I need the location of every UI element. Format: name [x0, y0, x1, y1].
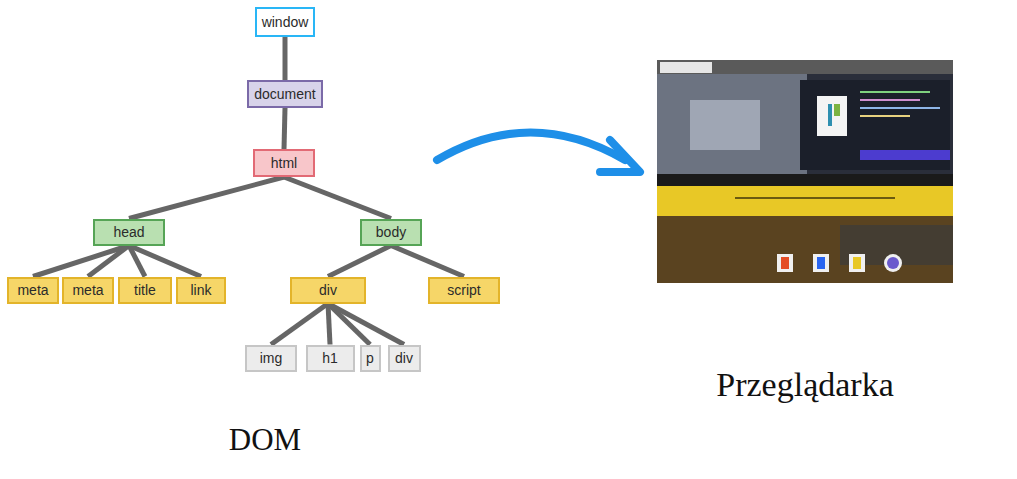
curved-arrow [437, 133, 625, 161]
logo-mark [834, 104, 840, 116]
hero-keyboard [657, 74, 807, 174]
node-label: document [254, 86, 315, 102]
band-text [735, 197, 895, 199]
tree-connector [284, 177, 391, 219]
tab [660, 62, 712, 73]
tree-connector [129, 177, 284, 219]
caption-label: Przeglądarka [716, 366, 893, 404]
dom-node-box: head [93, 219, 165, 246]
icon [887, 257, 899, 269]
dom-node-box: link [176, 277, 226, 304]
icon [853, 257, 861, 269]
node-label: meta [17, 282, 48, 298]
nav-bar [657, 174, 953, 186]
node-label: link [190, 282, 211, 298]
dom-node-box: html [253, 149, 315, 177]
dom-node-box: meta [62, 277, 114, 304]
node-label: head [113, 224, 144, 240]
code-line [860, 91, 930, 93]
tree-connector [129, 246, 201, 277]
icon [849, 254, 865, 272]
code-line [860, 107, 940, 109]
node-label: div [319, 282, 337, 298]
icon [777, 254, 793, 272]
dom-node-box: div [290, 277, 366, 304]
dom-node-box: document [247, 80, 323, 108]
tree-connector [33, 246, 129, 277]
node-label: meta [72, 282, 103, 298]
dom-node-box: body [360, 219, 422, 246]
desk-photo [657, 216, 953, 283]
node-label: div [395, 350, 413, 366]
icon [884, 254, 902, 272]
node-label: body [376, 224, 406, 240]
node-label: title [134, 282, 156, 298]
arrow-head [600, 140, 640, 172]
dom-node-box: img [245, 345, 297, 372]
code-line [860, 99, 920, 101]
hero-image [657, 74, 953, 174]
dom-node-box: script [428, 277, 500, 304]
node-label: h1 [322, 350, 338, 366]
dom-node-box: div [388, 345, 421, 372]
node-label: html [271, 155, 297, 171]
tab-bar [657, 60, 953, 74]
icon [781, 257, 789, 269]
code-line [860, 115, 910, 117]
node-label: script [447, 282, 480, 298]
tree-connector [271, 304, 328, 345]
logo-box [817, 96, 847, 136]
tree-connector [88, 246, 129, 277]
dom-node-box: h1 [306, 345, 355, 372]
browser-frame [657, 60, 953, 283]
tree-connector [328, 246, 391, 277]
tree-connector [391, 246, 464, 277]
icon [813, 254, 829, 272]
caption-label: DOM [229, 422, 301, 458]
logo-mark [828, 104, 832, 126]
node-label: img [260, 350, 283, 366]
tree-connector [283, 37, 288, 80]
hero-monitor [800, 80, 950, 170]
dom-node-box: p [360, 345, 381, 372]
dom-node-box: title [118, 277, 172, 304]
tree-connector [328, 304, 330, 345]
tree-connector [328, 304, 404, 345]
node-label: p [366, 350, 374, 366]
dom-node-box: meta [7, 277, 59, 304]
dom-node-box: window [255, 7, 315, 37]
keyboard-glow [860, 150, 950, 160]
node-label: window [262, 14, 309, 30]
yellow-band [657, 186, 953, 216]
icon [817, 257, 825, 269]
hero-blur [690, 100, 760, 150]
tree-connector [284, 108, 285, 149]
